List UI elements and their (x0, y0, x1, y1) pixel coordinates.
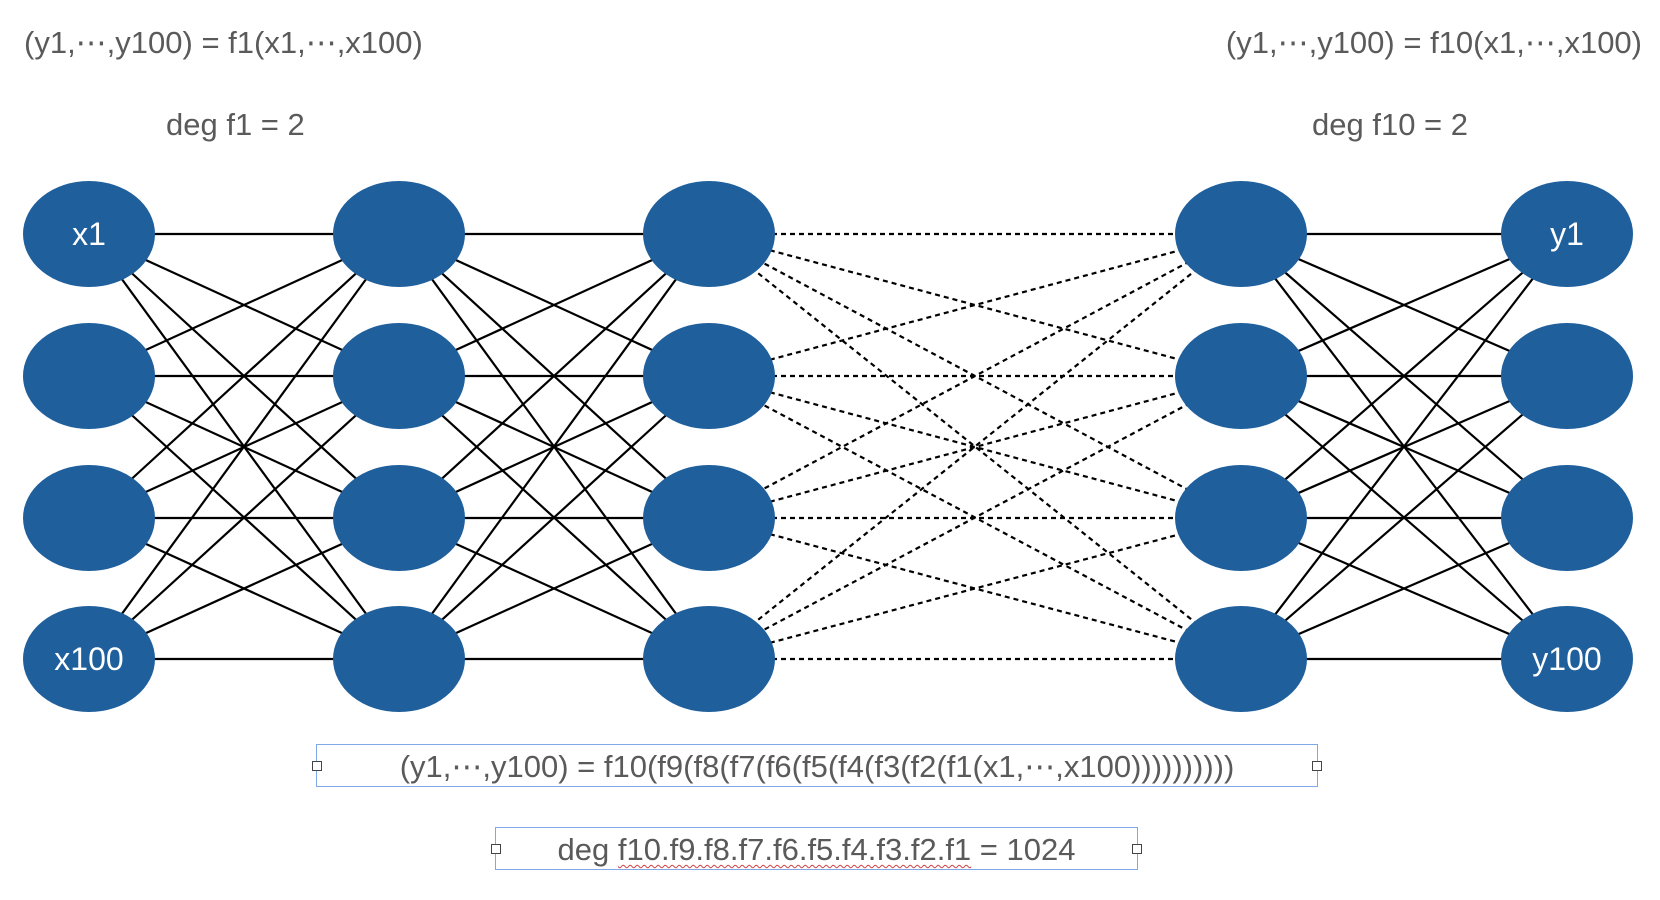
node-layer4-4 (1175, 606, 1307, 712)
node-layer1-2 (23, 323, 155, 429)
first-layer-degree: deg f1 = 2 (166, 107, 305, 142)
resize-handle-left[interactable] (312, 760, 322, 771)
edge (708, 232, 1242, 378)
edge (708, 233, 1242, 519)
node-layer4-3 (1175, 465, 1307, 571)
resize-handle-left[interactable] (491, 843, 501, 854)
node-label: x100 (54, 641, 123, 677)
node-layer2-1 (333, 181, 465, 287)
resize-handle-right[interactable] (1312, 760, 1322, 771)
node-layer3-1 (643, 181, 775, 287)
node-layer1-4 (23, 606, 155, 712)
edge (708, 375, 1242, 660)
node-layer2-3 (333, 465, 465, 571)
node-layer1-3 (23, 465, 155, 571)
node-layer2-4 (333, 606, 465, 712)
composite-equation-textbox[interactable]: (y1,⋯,y100) = f10(f9(f8(f7(f6(f5(f4(f3(f… (312, 744, 1322, 787)
edge (88, 375, 400, 660)
last-layer-equation: (y1,⋯,y100) = f10(x1,⋯,x100) (1225, 25, 1642, 60)
node-layer5-3 (1501, 465, 1633, 571)
node-layer5-1 (1501, 181, 1633, 287)
node-group: x1 x100 y1 y100 (23, 181, 1633, 712)
edge (1240, 233, 1568, 519)
degree-prefix: deg (557, 832, 618, 867)
edge (398, 233, 710, 660)
edge (708, 374, 1242, 520)
node-layer3-4 (643, 606, 775, 712)
node-layer2-2 (333, 323, 465, 429)
node-label: x1 (72, 216, 106, 252)
first-layer-equation: (y1,⋯,y100) = f1(x1,⋯,x100) (24, 25, 423, 60)
node-layer1-1 (23, 181, 155, 287)
edge (398, 375, 710, 660)
composite-equation-text: (y1,⋯,y100) = f10(f9(f8(f7(f6(f5(f4(f3(f… (399, 749, 1235, 784)
edge (708, 516, 1242, 661)
degree-suffix: = 1024 (971, 832, 1076, 867)
node-label: y100 (1532, 641, 1601, 677)
node-layer4-2 (1175, 323, 1307, 429)
edge (1240, 375, 1568, 660)
edge (708, 374, 1242, 520)
last-layer-degree: deg f10 = 2 (1312, 107, 1468, 142)
edge (88, 233, 400, 519)
resize-handle-right[interactable] (1132, 843, 1142, 854)
edge (708, 516, 1242, 661)
edge-group (88, 232, 1568, 661)
node-label: y1 (1550, 216, 1584, 252)
edge (1240, 233, 1568, 660)
edge (708, 233, 1242, 660)
node-layer5-4 (1501, 606, 1633, 712)
edge (708, 233, 1242, 660)
edge (398, 233, 710, 519)
composite-degree-textbox[interactable]: deg f10.f9.f8.f7.f6.f5.f4.f3.f2.f1 = 102… (491, 827, 1142, 870)
edge (708, 232, 1242, 378)
node-layer3-2 (643, 323, 775, 429)
degree-composition: f10.f9.f8.f7.f6.f5.f4.f3.f2.f1 (617, 832, 972, 867)
edge (88, 233, 400, 660)
node-layer3-3 (643, 465, 775, 571)
node-layer4-1 (1175, 181, 1307, 287)
node-layer5-2 (1501, 323, 1633, 429)
